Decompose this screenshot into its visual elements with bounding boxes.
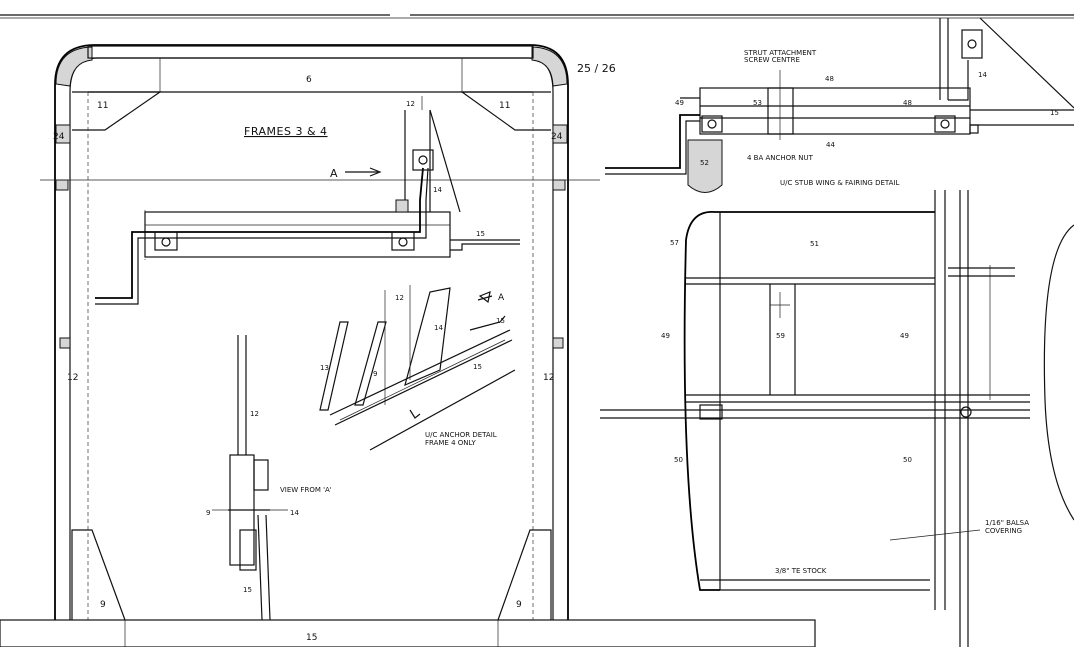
part-9-iso: 9 xyxy=(373,370,377,378)
stub-wing-title: U/C STUB WING & FAIRING DETAIL xyxy=(780,179,899,187)
strut-attachment-drawing xyxy=(605,17,1074,193)
uc-anchor-label-1: U/C ANCHOR DETAIL xyxy=(425,431,497,439)
part-15-iso-a: 15 xyxy=(496,317,505,325)
part-48-right: 48 xyxy=(903,99,912,107)
iso-arrow-label: A xyxy=(498,293,505,303)
part-14-iso: 14 xyxy=(434,324,443,332)
part-13-iso: 13 xyxy=(320,364,329,372)
part-59: 59 xyxy=(776,332,785,340)
part-14-view: 14 xyxy=(290,509,299,517)
strut-label-2: SCREW CENTRE xyxy=(744,56,800,64)
part-53: 53 xyxy=(753,99,762,107)
part-9-right: 9 xyxy=(516,600,522,610)
corner-block-right xyxy=(531,46,568,87)
frames-title: FRAMES 3 & 4 xyxy=(244,125,328,138)
part-14-top-right: 14 xyxy=(978,71,987,79)
tie-stock-label: 3/8" TE STOCK xyxy=(775,567,827,575)
part-50-right: 50 xyxy=(903,456,912,464)
part-49-mid-right: 49 xyxy=(900,332,909,340)
part-numbers: 25 / 26 6 11 11 24 24 12 12 12 12 12 14 … xyxy=(53,62,1059,643)
part-15-bottom: 15 xyxy=(306,633,317,643)
view-from-a-label: VIEW FROM 'A' xyxy=(280,486,332,494)
part-49-left: 49 xyxy=(675,99,684,107)
part-9-view: 9 xyxy=(206,509,210,517)
part-51: 51 xyxy=(810,240,819,248)
strut-label-1: STRUT ATTACHMENT xyxy=(744,49,817,57)
sheet-border xyxy=(0,14,1074,19)
part-12-vert: 12 xyxy=(250,410,259,418)
part-12-iso: 12 xyxy=(395,294,404,302)
part-52: 52 xyxy=(700,159,709,167)
part-12-top: 12 xyxy=(406,100,415,108)
part-50-left: 50 xyxy=(674,456,683,464)
part-15-top-right: 15 xyxy=(1050,109,1059,117)
frame-outer-outline xyxy=(54,44,569,620)
part-25-26: 25 / 26 xyxy=(577,62,616,75)
view-arrow-label: A xyxy=(330,167,338,180)
part-15-iso-b: 15 xyxy=(473,363,482,371)
part-9-left: 9 xyxy=(100,600,106,610)
part-11-right: 11 xyxy=(499,101,510,111)
frame-inner-outline xyxy=(69,57,554,620)
part-49-mid-left: 49 xyxy=(661,332,670,340)
part-24-right: 24 xyxy=(551,132,563,142)
part-44: 44 xyxy=(826,141,835,149)
anchor-nut-label: 4 BA ANCHOR NUT xyxy=(747,154,814,162)
uc-anchor-iso xyxy=(319,285,516,451)
part-15-top: 15 xyxy=(476,230,485,238)
stub-wing-drawing xyxy=(600,190,1074,647)
part-11-left: 11 xyxy=(97,101,108,111)
part-48-top: 48 xyxy=(825,75,834,83)
part-15-view: 15 xyxy=(243,586,252,594)
part-14-top: 14 xyxy=(433,186,442,194)
part-6: 6 xyxy=(306,75,312,85)
part-12-left: 12 xyxy=(67,373,78,383)
corner-block-left xyxy=(55,46,93,87)
uc-anchor-label-2: FRAME 4 ONLY xyxy=(425,439,476,447)
balsa-label-1: 1/16" BALSA xyxy=(985,519,1029,527)
balsa-label-2: COVERING xyxy=(985,527,1022,535)
part-57: 57 xyxy=(670,239,679,247)
frames-3-4-drawing xyxy=(0,44,816,647)
part-24-left: 24 xyxy=(53,132,65,142)
part-12-right: 12 xyxy=(543,373,554,383)
